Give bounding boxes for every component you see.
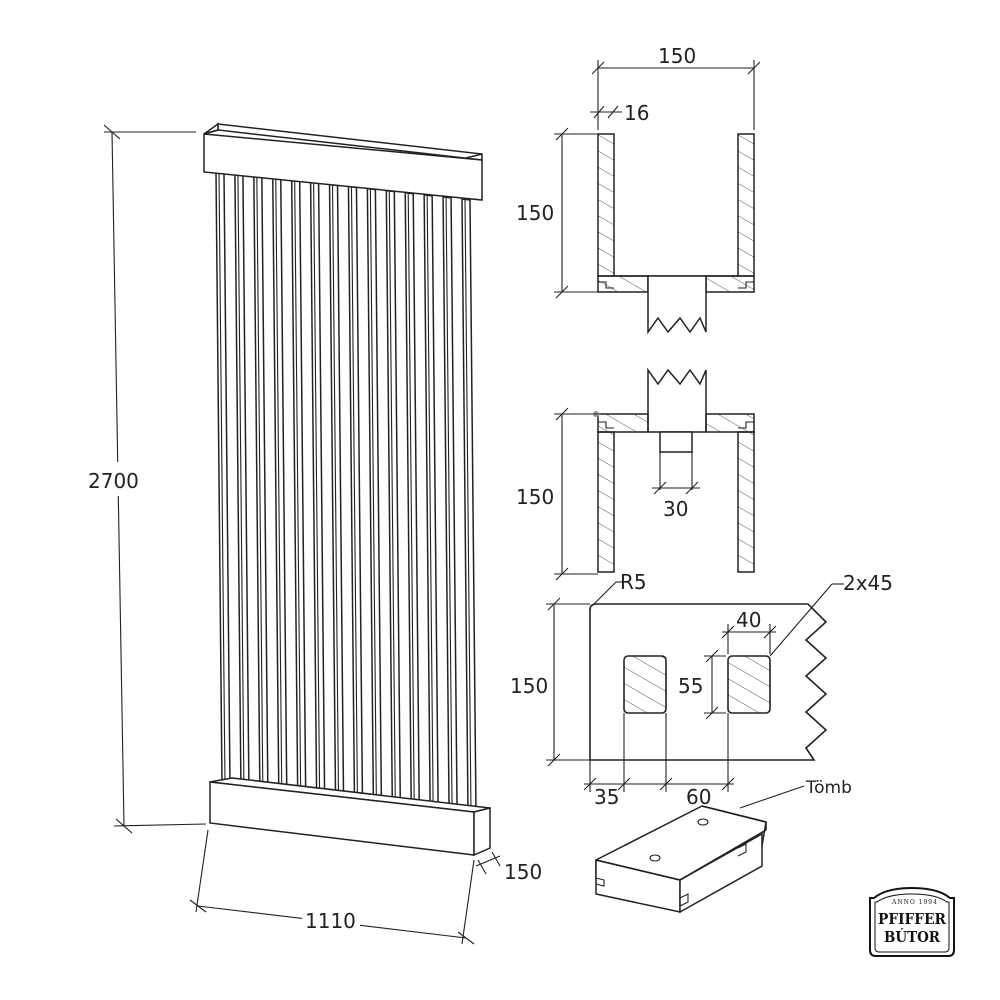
top-wall-label: 16 [624,101,649,125]
block-height-label: 150 [510,674,548,698]
dimension-height: 2700 [86,124,207,834]
slat [290,179,307,795]
block-elevation-view: R5 2x45 40 55 150 [508,570,893,809]
top-height-label: 150 [516,201,554,225]
top-width-label: 150 [658,44,696,68]
slat [404,191,420,808]
dimension-depth: 150 [475,851,542,884]
slat-edge [256,177,264,790]
hole-width-label: 40 [736,608,761,632]
slat [347,185,364,801]
slat-edge [388,191,396,805]
slot-width-label: 30 [663,497,688,521]
slat-edge [218,172,226,786]
dimension-height-label: 2700 [88,469,139,493]
slat [328,183,345,799]
slat [366,187,383,804]
bottom-height-label: 150 [516,485,554,509]
pfiffer-butor-logo: ANNO 1994 PFIFFER BÚTOR [869,886,955,957]
bottom-rail [209,777,491,857]
slat-edge [464,199,472,814]
dimension-width-label: 1110 [305,909,356,933]
block-label: Tömb [805,778,852,798]
slat-edge [407,193,415,807]
slat [442,196,458,812]
slat-edge [294,181,302,794]
hole-height-label: 55 [678,674,703,698]
slat-edge [426,195,434,809]
slat [234,173,250,789]
hole-offset-label: 35 [594,785,619,809]
panel-3d-view: 2700 1110 150 [86,122,542,945]
bottom-section-view: 30 150 [514,367,755,581]
logo-line1: PFIFFER [878,910,946,928]
dimension-width: 1110 [189,829,475,945]
logo-line2: BÚTOR [884,928,940,946]
corner-radius-label: R5 [620,570,647,594]
slat [253,175,269,791]
slat-edge [331,185,340,798]
top-rail [203,122,483,201]
slat-edge [445,197,453,811]
slat-edge [369,189,377,803]
slat-edge [350,187,359,801]
top-section-view: 150 16 150 [514,44,761,335]
vertical-slats [215,171,477,814]
dimension-depth-label: 150 [504,860,542,884]
slat [272,177,288,793]
slat [423,193,439,810]
slat-edge [313,183,321,796]
slat [385,189,402,806]
block-3d-view: Tömb [595,778,852,914]
chamfer-label: 2x45 [843,571,893,595]
slat [309,181,326,797]
slat-edge [237,175,245,788]
logo-anno: ANNO 1994 [891,899,938,906]
hole-spacing-label: 60 [686,785,711,809]
slat [215,171,231,786]
slat-edge [275,179,283,792]
slat [461,198,477,814]
